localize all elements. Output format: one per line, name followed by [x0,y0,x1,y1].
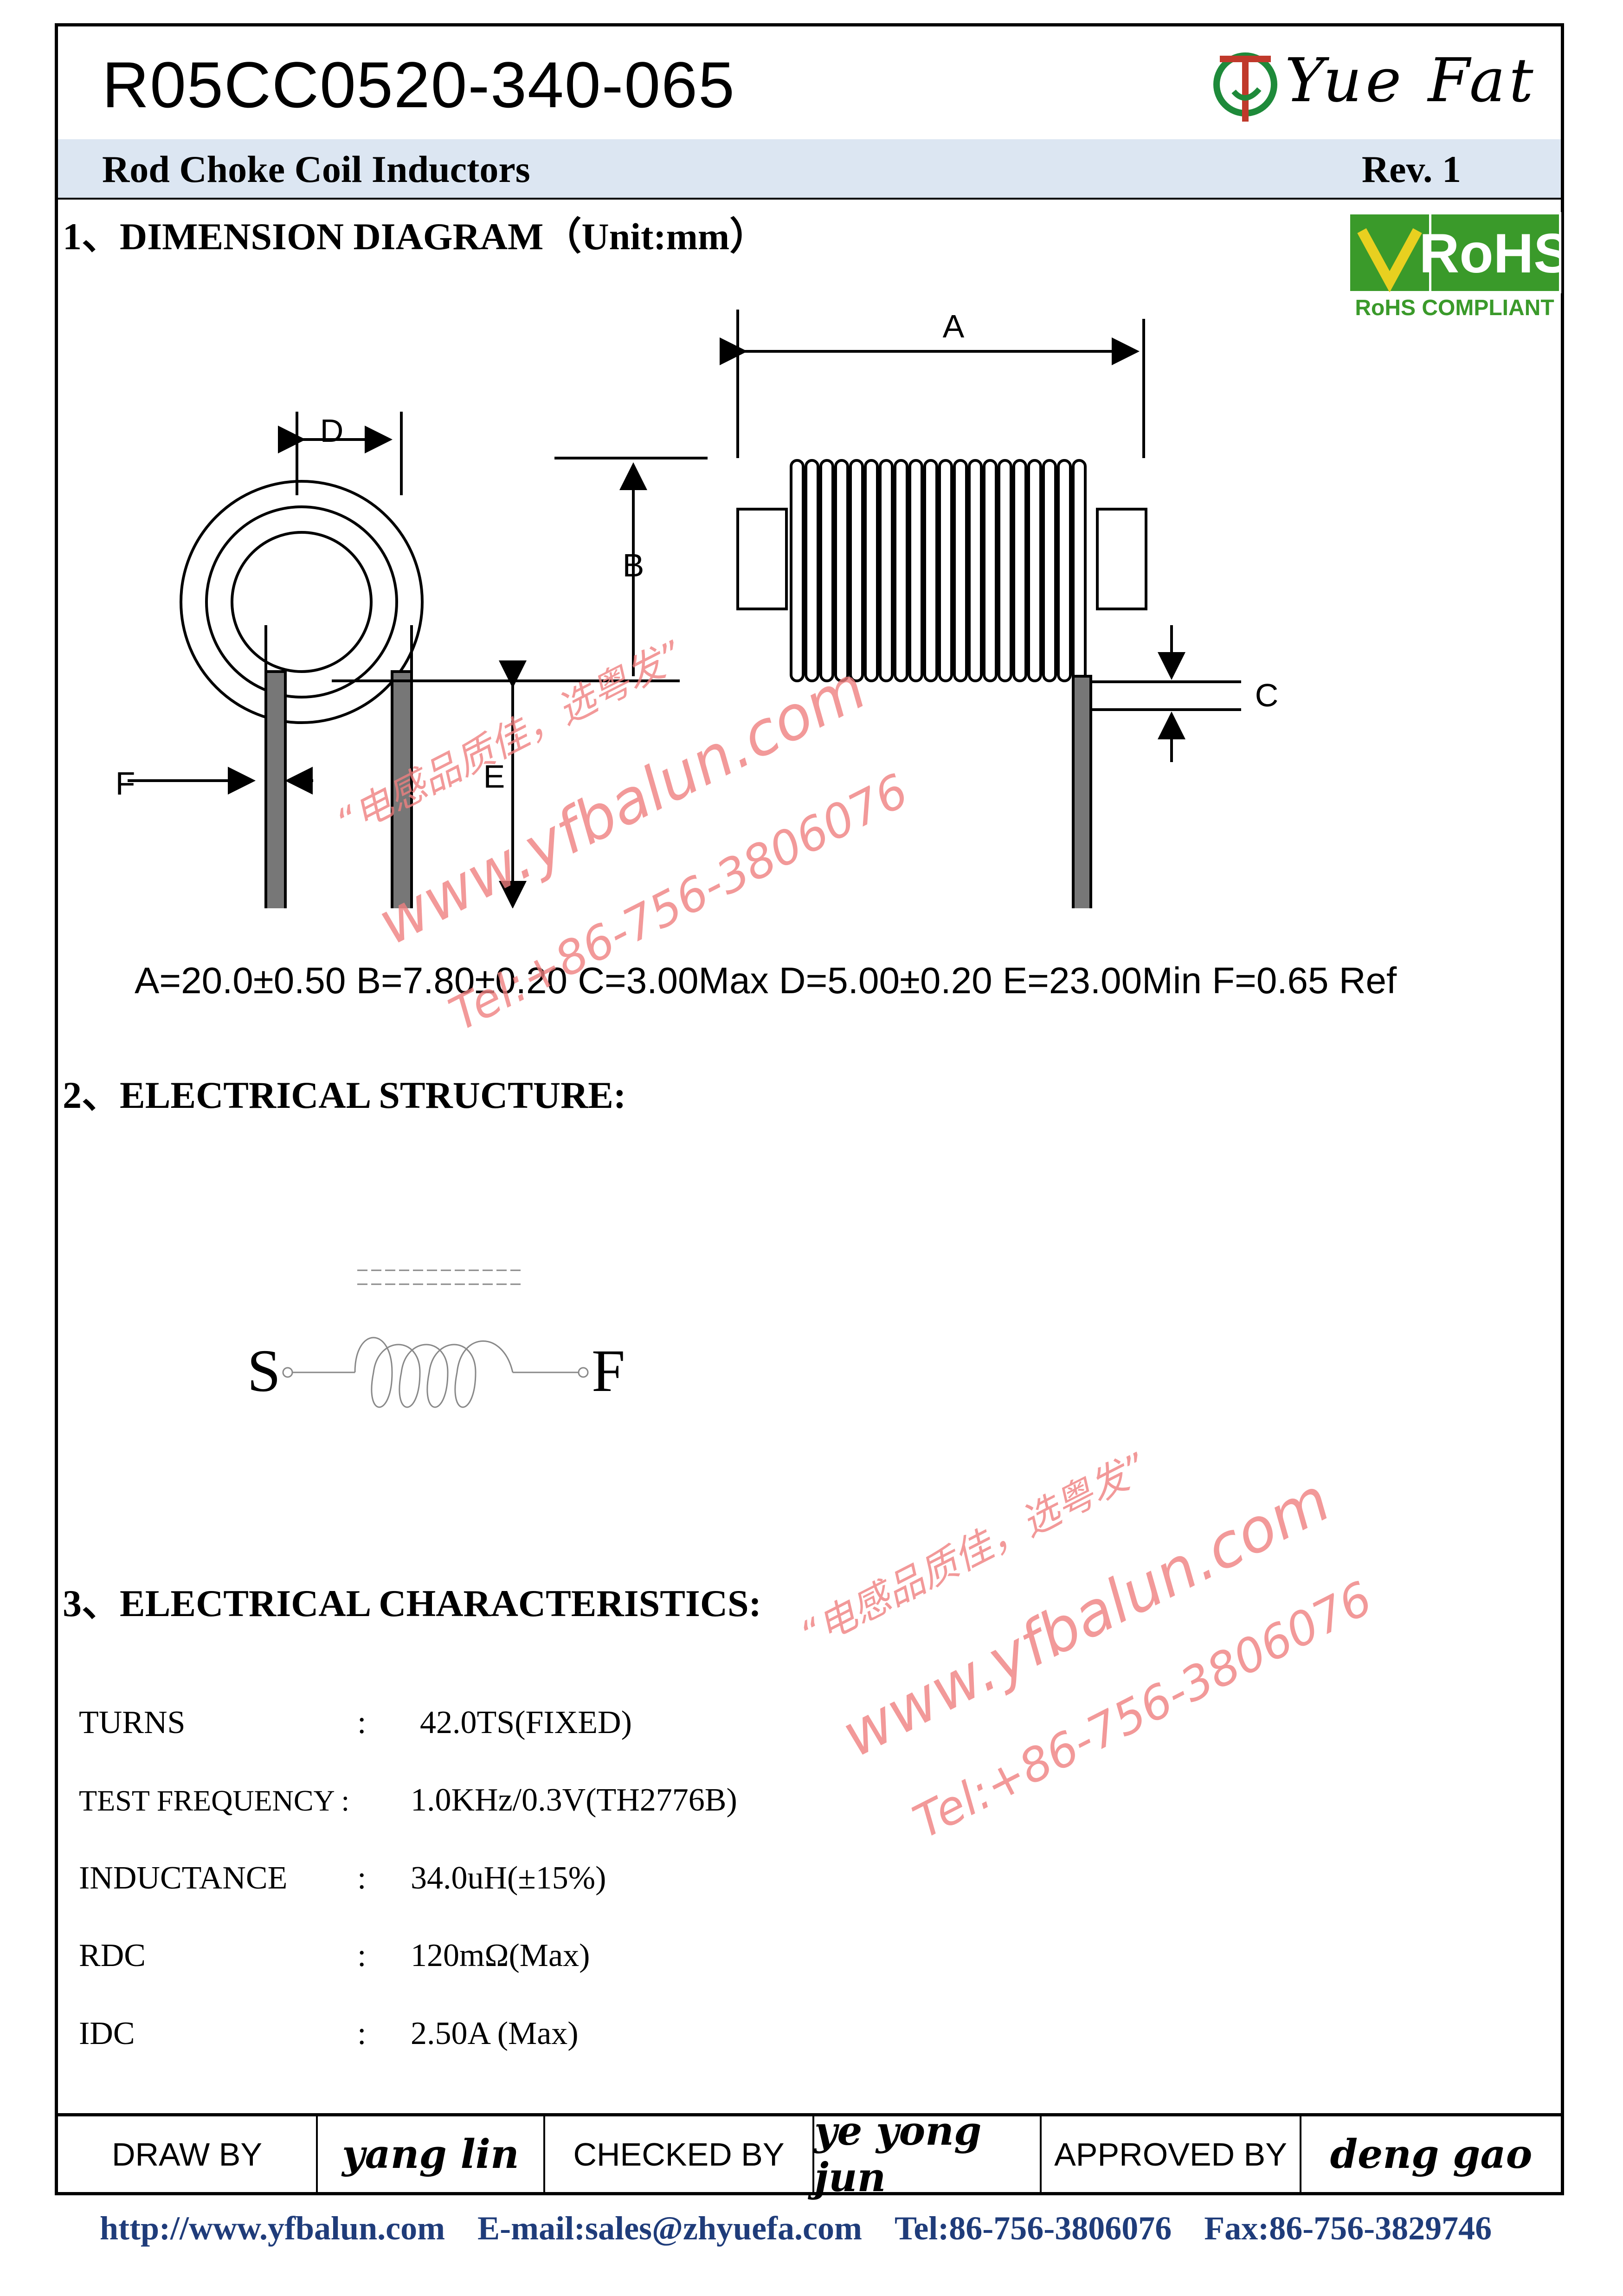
rohs-badge: RoHS RoHS COMPLIANT [1348,212,1571,320]
inductor-coil-symbol [354,1337,514,1408]
revision: Rev. 1 [1361,148,1461,190]
checked-by-signature: ye yong jun [814,2108,982,2201]
dim-label-a: A [943,308,965,344]
part-number: R05CC0520-340-065 [102,48,735,121]
dimension-diagram: D F E [116,308,1279,908]
coil-windings [790,459,1087,682]
section-structure-heading: 2、ELECTRICAL STRUCTURE: [63,1074,626,1116]
char-row-inductance: INDUCTANCE:34.0uH(±15%) [79,1860,606,1896]
terminal-finish-label: F [592,1338,625,1404]
signoff-table: DRAW BY yang lin CHECKED BY ye yong jun … [58,2108,1561,2201]
subtitle-band: Rod Choke Coil Inductors Rev. 1 [58,139,1561,200]
char-row-idc: IDC:2.50A (Max) [79,2016,579,2051]
dim-label-f: F [116,765,135,802]
rohs-label: RoHS [1419,222,1561,285]
logo-text: Yue Fat [1285,45,1537,116]
coil-front-view [554,310,1241,908]
yue-fat-logo-icon [1213,52,1277,122]
terminal-start-label: S [247,1338,281,1404]
section-dimension-heading: 1、DIMENSION DIAGRAM（Unit:mm） [63,215,768,258]
approved-by-signature: deng gao [1330,2131,1533,2178]
dim-label-b: B [623,547,644,583]
fax: Fax:86-756-3829746 [1204,2210,1492,2247]
datasheet-frame: R05CC0520-340-065 Yue Fat Rod Choke Coil… [55,23,1571,2201]
char-row-rdc: RDC:120mΩ(Max) [79,1938,590,1973]
approved-by-label: APPROVED BY [1054,2136,1287,2173]
email-link[interactable]: E-mail:sales@zhyuefa.com [477,2210,862,2247]
product-category: Rod Choke Coil Inductors [102,148,530,190]
char-row-test-frequency: TEST FREQUENCY :1.0KHz/0.3V(TH2776B) [79,1782,737,1818]
website-link[interactable]: http://www.yfbalun.com [100,2210,445,2247]
dim-label-e: E [483,758,505,795]
dimension-values: A=20.0±0.50 B=7.80±0.20 C=3.00Max D=5.00… [135,960,1397,1001]
section-characteristics-heading: 3、ELECTRICAL CHARACTERISTICS: [63,1582,761,1624]
telephone: Tel:86-756-3806076 [894,2210,1172,2247]
checked-by-label: CHECKED BY [573,2136,785,2173]
rohs-compliant-label: RoHS COMPLIANT [1355,296,1554,319]
dim-label-c: C [1255,677,1279,713]
dim-label-d: D [320,413,344,449]
draw-by-label: DRAW BY [111,2136,263,2173]
draw-by-signature: yang lin [342,2131,519,2178]
company-logo: Yue Fat [1206,40,1549,129]
coil-side-view [128,412,680,908]
char-row-turns: TURNS:42.0TS(FIXED) [79,1705,632,1740]
title-row: R05CC0520-340-065 Yue Fat [58,26,1561,142]
electrical-schematic: S F [247,1269,625,1408]
contact-footer: http://www.yfbalun.com E-mail:sales@zhyue… [100,2209,1524,2248]
